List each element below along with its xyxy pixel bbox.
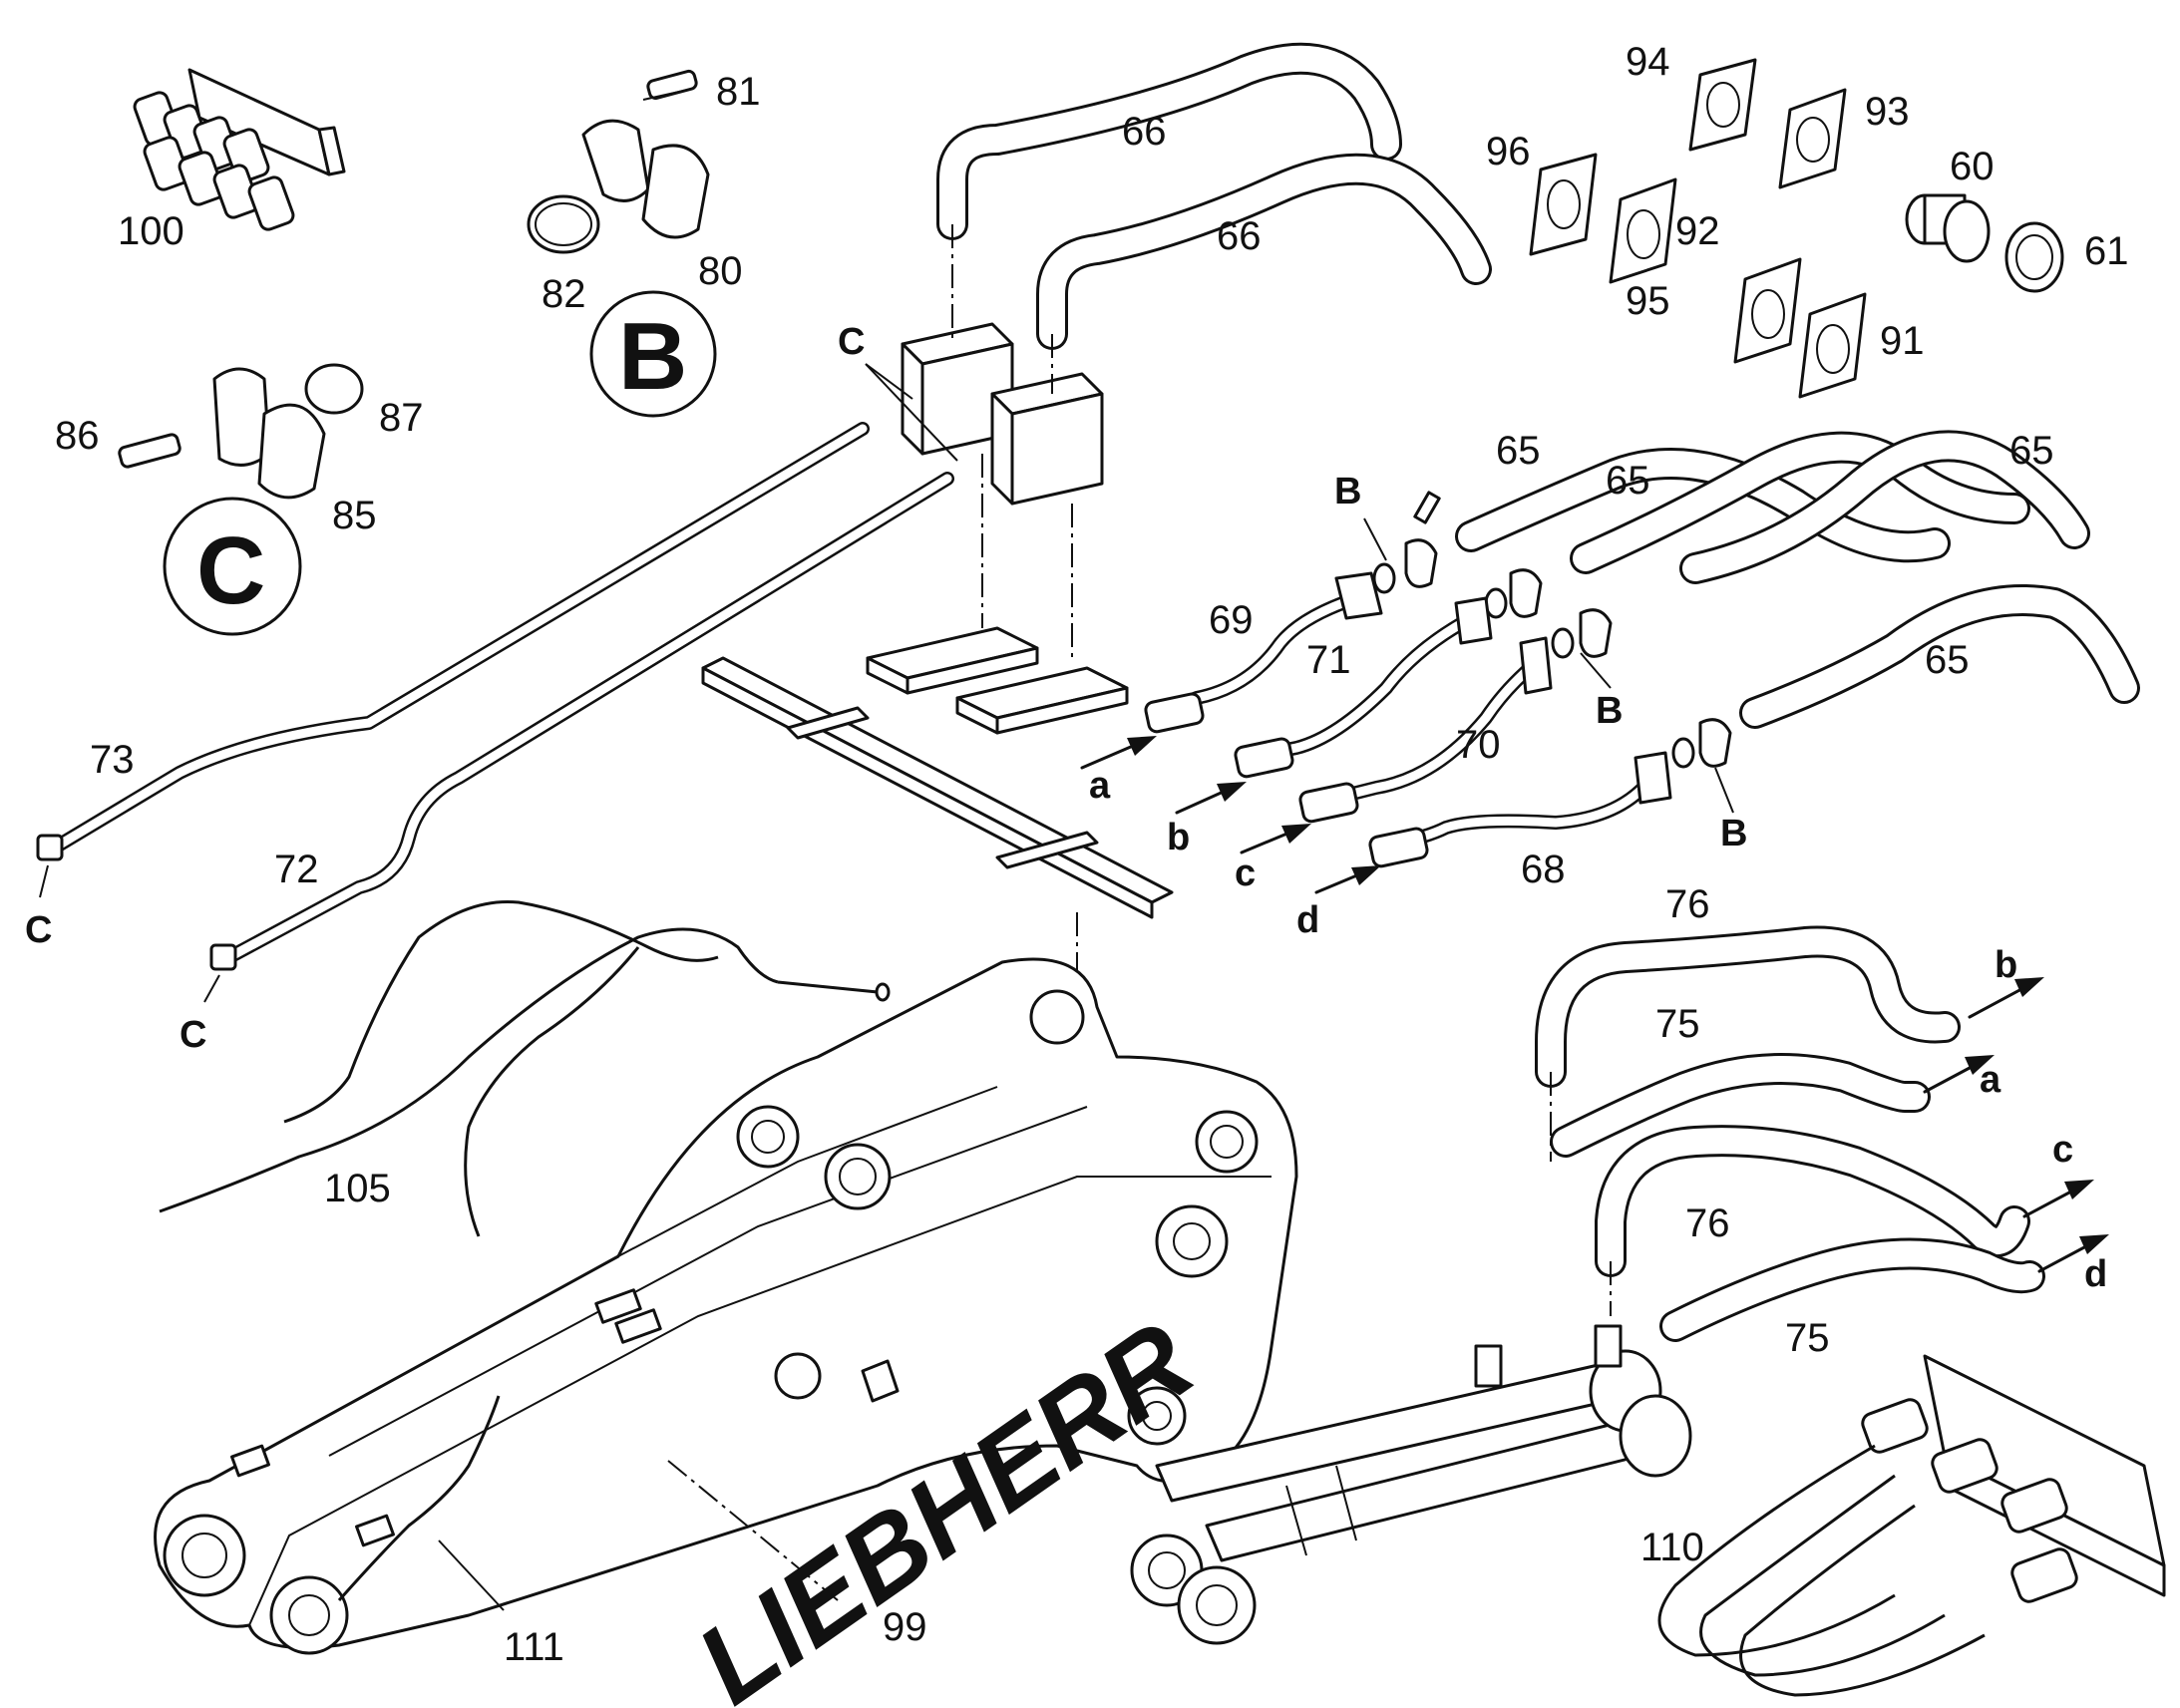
mounting-bracket (701, 656, 1174, 1107)
callout-b-low: B (1720, 813, 1747, 854)
arrow-d-in: d (1296, 899, 1319, 941)
callout-c-73: C (25, 909, 52, 951)
detail-b-letter: B (618, 303, 687, 410)
fitting-60 (1905, 193, 1991, 263)
arrow-d-out: d (2084, 1253, 2107, 1295)
distribution-blocks (901, 224, 1104, 663)
label-99: 99 (883, 1605, 927, 1649)
arrow-a-in: a (1089, 765, 1111, 807)
label-61: 61 (2084, 229, 2129, 273)
label-70: 70 (1456, 723, 1501, 767)
harness-111: 111 (337, 1395, 564, 1669)
label-75-upper: 75 (1655, 1002, 1700, 1046)
valve-assembly-110: 110 (1640, 1354, 2166, 1697)
gaskets-and-fittings: 94 93 96 60 92 61 95 91 (1486, 40, 2129, 399)
label-110: 110 (1640, 1526, 1704, 1569)
label-100: 100 (118, 209, 184, 253)
callout-b-mid: B (1596, 690, 1623, 732)
label-105: 105 (324, 1167, 391, 1210)
label-76-lower: 76 (1685, 1201, 1730, 1245)
label-65-d: 65 (1925, 638, 1970, 682)
label-92: 92 (1675, 209, 1720, 253)
label-93: 93 (1865, 90, 1910, 134)
label-82: 82 (542, 272, 586, 316)
label-80: 80 (698, 249, 743, 293)
callout-c-72: C (180, 1014, 206, 1056)
gasket-93 (1778, 88, 1847, 189)
detail-c-letter: C (196, 517, 265, 624)
hoses-65: 65 65 65 65 (1455, 429, 2140, 729)
label-66-upper: 66 (1122, 110, 1167, 154)
detail-b-flange-parts: 81 82 80 B (527, 69, 761, 418)
hoses-75-76: 76 75 76 75 (1535, 882, 2045, 1360)
label-91: 91 (1880, 319, 1925, 363)
hose-66-pair: 66 66 (936, 42, 1492, 350)
outlet-arrows: b a c d (1923, 944, 2109, 1295)
arrow-b-out: b (1995, 944, 2017, 986)
tube-73: 73 (36, 422, 870, 861)
label-72: 72 (274, 848, 319, 891)
label-73: 73 (90, 738, 135, 782)
fitting-61 (2004, 221, 2064, 293)
arrow-c-in: c (1235, 853, 1256, 894)
arrow-b-in: b (1167, 817, 1190, 858)
label-71: 71 (1306, 638, 1351, 682)
label-94: 94 (1626, 40, 1670, 84)
gasket-94 (1688, 58, 1757, 152)
label-95: 95 (1626, 279, 1670, 323)
label-75-lower: 75 (1785, 1316, 1830, 1360)
label-76-upper: 76 (1665, 882, 1710, 926)
boom-99: 99 LIEBHERR (154, 957, 1298, 1708)
flange-set-b-low (1671, 718, 1732, 769)
gasket-91 (1798, 292, 1867, 399)
callout-b-top: B (1334, 471, 1361, 512)
detail-c-circle (163, 497, 302, 636)
inlet-arrows: a b c d (1080, 736, 1381, 941)
label-65-c: 65 (2009, 429, 2054, 473)
label-66-lower: 66 (1217, 214, 1262, 258)
flange-set-b-upper (1372, 491, 1441, 594)
label-65-b: 65 (1606, 459, 1650, 503)
valve-block-100: 100 (118, 68, 346, 253)
arrow-a-out: a (1980, 1059, 2001, 1101)
label-86: 86 (55, 414, 100, 458)
arrow-c-out: c (2052, 1129, 2073, 1171)
label-69: 69 (1209, 598, 1254, 642)
b-callouts: B B B (1334, 471, 1747, 854)
gasket-92 (1733, 257, 1802, 364)
label-65-a: 65 (1496, 429, 1541, 473)
label-68: 68 (1521, 848, 1566, 891)
flange-set-b-second (1484, 568, 1543, 619)
flange-tubes: 69 71 70 68 (1144, 491, 1732, 891)
gasket-96 (1529, 153, 1598, 256)
label-85: 85 (332, 494, 377, 537)
detail-b-circle (589, 290, 717, 418)
callout-c-blocks: C (838, 321, 865, 363)
detail-c-flange-parts: 86 87 85 C (55, 363, 424, 636)
wire-harness-105: 105 (159, 899, 891, 1237)
label-111: 111 (504, 1625, 564, 1669)
label-96: 96 (1486, 130, 1531, 173)
c-callouts: C C C (25, 321, 958, 1056)
label-87: 87 (379, 396, 424, 440)
mounting-plates (866, 626, 1129, 735)
label-81: 81 (716, 70, 761, 114)
gasket-95 (1609, 177, 1677, 284)
tube-72: 72 (209, 472, 954, 971)
flange-set-b-mid (1551, 608, 1613, 659)
label-60: 60 (1950, 145, 1995, 188)
hydraulic-cylinders (1130, 1324, 1692, 1645)
